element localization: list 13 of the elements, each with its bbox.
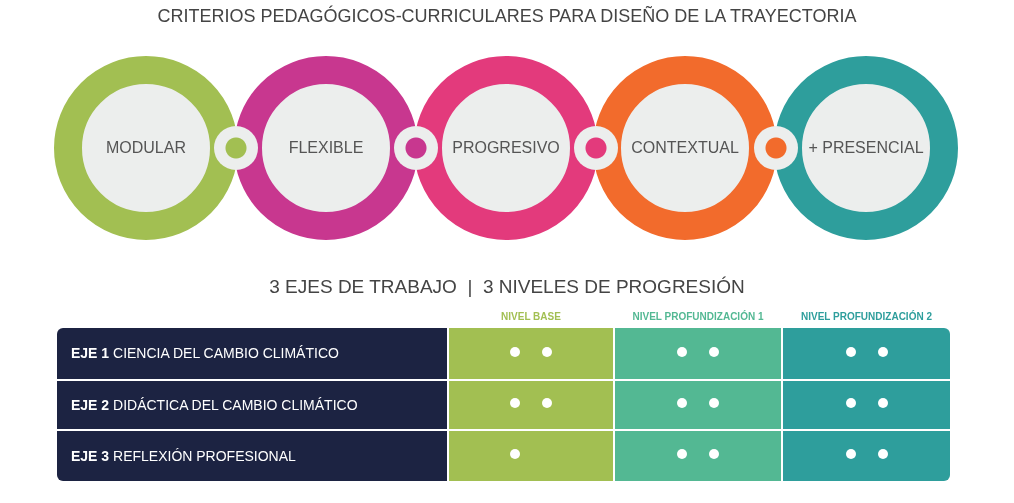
criterion-circle: MODULAR [54,56,238,240]
row-header: EJE 2 DIDÁCTICA DEL CAMBIO CLIMÁTICO [57,381,447,429]
criterion-circle: FLEXIBLE [234,56,418,240]
row-header: EJE 3 REFLEXIÓN PROFESIONAL [57,431,447,481]
column-header: NIVEL BASE [500,311,562,324]
row-header: EJE 1 CIENCIA DEL CAMBIO CLIMÁTICO [57,328,447,379]
criterion-circle: + PRESENCIAL [774,56,958,240]
column-header: NIVEL PROFUNDIZACIÓN 2 [800,311,933,324]
criterion-circle: CONTEXTUAL [593,56,777,240]
column-header: NIVEL PROFUNDIZACIÓN 1 [631,311,765,324]
subtitle: 3 EJES DE TRABAJO | 3 NIVELES DE PROGRESIÓN [268,276,746,299]
diagram-title: CRITERIOS PEDAGÓGICOS-CURRICULARES PARA DISEÑO DE LA TRAYECTORIA [156,6,858,28]
criterion-circle: PROGRESIVO [414,56,598,240]
